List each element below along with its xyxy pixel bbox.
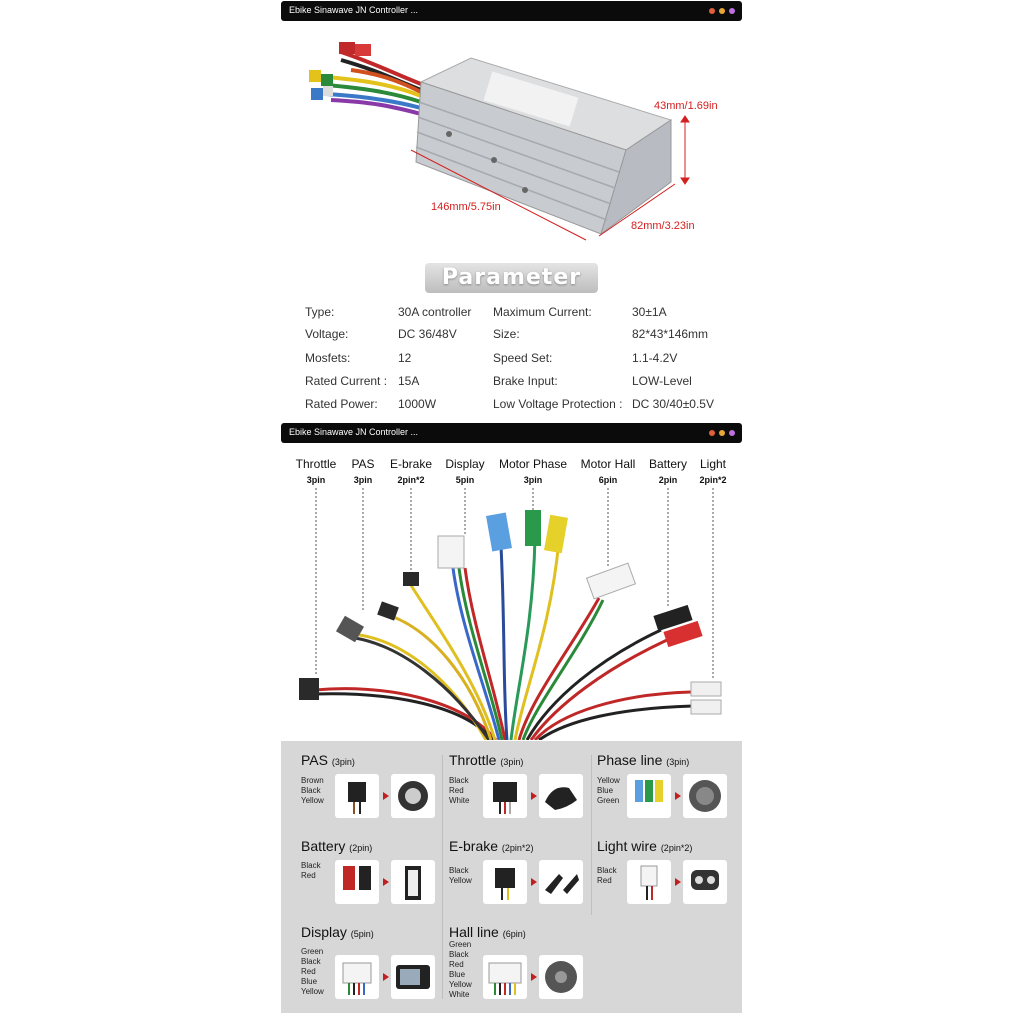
connector-name: Motor Phase <box>498 457 568 471</box>
connector-name: E-brake <box>389 457 433 471</box>
connector-phase-icon <box>627 774 671 818</box>
header-bar: Ebike Sinawave JN Controller ... <box>281 423 742 443</box>
spec-value: 12 <box>398 351 412 365</box>
arrow-icon <box>383 878 389 886</box>
display-icon <box>391 955 435 999</box>
arrow-icon <box>531 973 537 981</box>
spec-label: Rated Current : <box>305 374 388 388</box>
arrow-icon <box>531 792 537 800</box>
wiring-title: Display (5pin) <box>301 924 374 940</box>
arrow-icon <box>675 878 681 886</box>
spec-value: 15A <box>398 374 420 388</box>
spec-label: Brake Input: <box>493 374 558 388</box>
arrow-icon <box>675 792 681 800</box>
connector-pins: 3pin <box>353 475 373 485</box>
wiring-title: Battery (2pin) <box>301 838 373 854</box>
throttle-icon <box>539 774 583 818</box>
connector-3pin-icon <box>335 774 379 818</box>
connector-5pin-icon <box>335 955 379 999</box>
connector-2pin-icon <box>483 860 527 904</box>
connector-6pin-icon <box>483 955 527 999</box>
spec-value: DC 30/40±0.5V <box>632 397 714 411</box>
dot-icon <box>709 430 715 436</box>
connector-name: Throttle <box>295 457 337 471</box>
arrow-icon <box>383 973 389 981</box>
controller-product-image <box>309 42 690 241</box>
brake-lever-icon <box>539 860 583 904</box>
dot-icon <box>709 8 715 14</box>
motor-icon <box>683 774 727 818</box>
wiring-title: PAS (3pin) <box>301 752 355 768</box>
connector-battery-icon <box>335 860 379 904</box>
spec-value: 30±1A <box>632 305 667 319</box>
pas-sensor-icon <box>391 774 435 818</box>
dimension-width: 82mm/3.23in <box>631 220 695 232</box>
spec-label: Maximum Current: <box>493 305 592 319</box>
connector-name: Display <box>445 457 485 471</box>
spec-label: Rated Power: <box>305 397 378 411</box>
spec-value: 1000W <box>398 397 437 411</box>
connector-pins: 3pin <box>523 475 543 485</box>
spec-value: DC 36/48V <box>398 327 457 341</box>
wiring-harness-image <box>299 488 722 740</box>
wiring-title: Hall line (6pin) <box>449 924 526 940</box>
dimension-length: 146mm/5.75in <box>431 201 501 213</box>
connector-pins: 3pin <box>306 475 326 485</box>
spec-value: 30A controller <box>398 305 472 319</box>
spec-label: Low Voltage Protection : <box>493 397 623 411</box>
spec-label: Size: <box>493 327 520 341</box>
dot-icon <box>729 8 735 14</box>
arrow-icon <box>531 878 537 886</box>
dot-icon <box>719 430 725 436</box>
connector-name: Battery <box>648 457 688 471</box>
divider <box>591 755 592 915</box>
spec-label: Mosfets: <box>305 351 351 365</box>
connector-light-icon <box>627 860 671 904</box>
spec-label: Speed Set: <box>493 351 553 365</box>
wiring-title: E-brake (2pin*2) <box>449 838 534 854</box>
wiring-title: Light wire (2pin*2) <box>597 838 693 854</box>
connector-pins: 2pin*2 <box>699 475 727 485</box>
wiring-title: Phase line (3pin) <box>597 752 690 768</box>
connector-pins: 2pin <box>658 475 678 485</box>
connector-pins: 5pin <box>455 475 475 485</box>
connector-name: PAS <box>351 457 375 471</box>
spec-label: Voltage: <box>305 327 349 341</box>
dot-icon <box>719 8 725 14</box>
connector-pins: 2pin*2 <box>397 475 425 485</box>
connector-name: Light <box>699 457 727 471</box>
spec-value: 1.1-4.2V <box>632 351 678 365</box>
battery-icon <box>391 860 435 904</box>
arrow-icon <box>383 792 389 800</box>
header-bar: Ebike Sinawave JN Controller ... <box>281 1 742 21</box>
headlight-icon <box>683 860 727 904</box>
divider <box>442 755 443 999</box>
spec-label: Type: <box>305 305 335 319</box>
header-title: Ebike Sinawave JN Controller ... <box>289 427 419 437</box>
spec-value: 82*43*146mm <box>632 327 709 341</box>
connector-3pin-icon <box>483 774 527 818</box>
header-title: Ebike Sinawave JN Controller ... <box>289 5 419 15</box>
dot-icon <box>729 430 735 436</box>
connector-name: Motor Hall <box>580 457 636 471</box>
connector-pins: 6pin <box>598 475 618 485</box>
hub-motor-icon <box>539 955 583 999</box>
spec-value: LOW-Level <box>632 374 692 388</box>
dimension-height: 43mm/1.69in <box>654 100 718 112</box>
parameter-heading: Parameter <box>425 263 598 293</box>
parameter-heading-text: Parameter <box>441 265 582 290</box>
wiring-title: Throttle (3pin) <box>449 752 524 768</box>
